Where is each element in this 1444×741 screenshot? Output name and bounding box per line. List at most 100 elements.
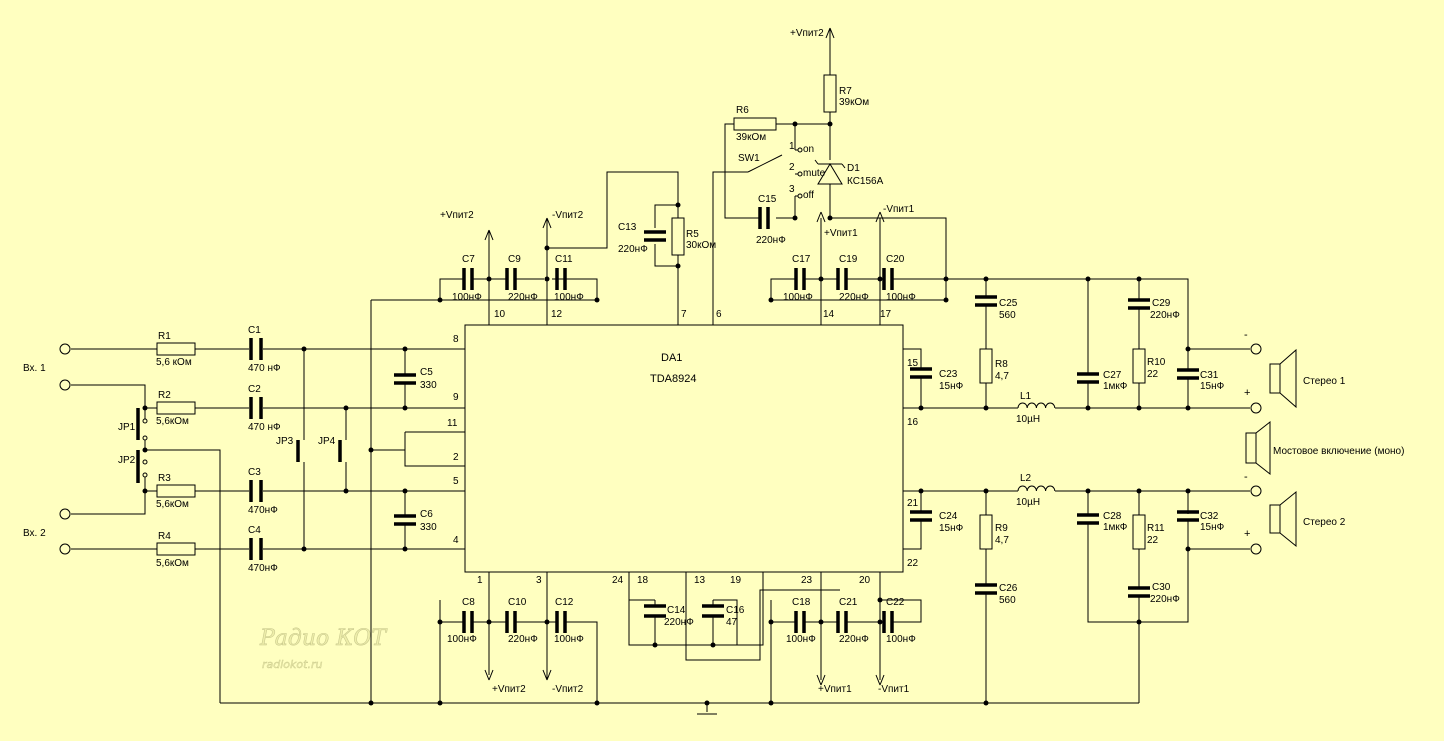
label-jp4: JP4: [318, 436, 336, 447]
pin-10: 10: [494, 309, 506, 320]
r4-ref: R4: [158, 531, 171, 542]
c20-value: 100нФ: [886, 292, 916, 303]
r5-value: 30кОм: [686, 240, 716, 251]
c7-value: 100нФ: [452, 292, 482, 303]
c5-value: 330: [420, 380, 437, 391]
c13-value: 220нФ: [618, 244, 648, 255]
label-stereo1: Стерео 1: [1303, 376, 1346, 387]
pin-17: 17: [880, 309, 892, 320]
c1-value: 470 нФ: [248, 363, 281, 374]
pin-23: 23: [801, 575, 813, 586]
c22-ref: C22: [886, 597, 905, 608]
c28-ref: C28: [1103, 511, 1122, 522]
ic-pin-numbers: 8 9 11 2 5 4 10 12 7 6 14 17 15 16 21 22…: [447, 309, 919, 586]
watermark-site: radiokot.ru: [262, 658, 322, 671]
pin-9: 9: [453, 392, 459, 403]
ic-da1: DA1 TDA8924: [464, 324, 904, 573]
c23-ref: C23: [939, 369, 958, 380]
pin-12: 12: [551, 309, 563, 320]
r1-ref: R1: [158, 331, 171, 342]
r8-value: 4,7: [995, 371, 1009, 382]
junction-dots: [142, 121, 1191, 706]
out2-minus: -: [1244, 471, 1248, 483]
c32-value: 15нФ: [1200, 522, 1225, 533]
c14-value: 220нФ: [664, 617, 694, 628]
c6-value: 330: [420, 522, 437, 533]
pin-8: 8: [453, 334, 459, 345]
d1-value: КС156А: [847, 176, 884, 187]
c21-ref: C21: [839, 597, 858, 608]
label-jp1: JP1: [118, 422, 136, 433]
pin-13: 13: [694, 575, 706, 586]
c27-value: 1мкФ: [1103, 381, 1128, 392]
ic-ref: DA1: [661, 352, 682, 364]
rail-vm1-top: -Vпит1: [883, 204, 915, 215]
c10-ref: C10: [508, 597, 527, 608]
label-jp3: JP3: [276, 436, 294, 447]
c8-value: 100нФ: [447, 634, 477, 645]
c3-value: 470нФ: [248, 505, 278, 516]
ic-part: TDA8924: [650, 373, 696, 385]
c13-ref: C13: [618, 222, 637, 233]
c9-ref: C9: [508, 254, 521, 265]
c31-ref: C31: [1200, 370, 1219, 381]
c29-value: 220нФ: [1150, 310, 1180, 321]
supply-arrows: [484, 27, 885, 686]
r5-ref: R5: [686, 229, 699, 240]
c10-value: 220нФ: [508, 634, 538, 645]
out1-minus: -: [1244, 329, 1248, 341]
c24-ref: C24: [939, 511, 958, 522]
rail-vm2-top: -Vпит2: [552, 210, 584, 221]
r2-ref: R2: [158, 390, 171, 401]
pin-4: 4: [453, 535, 459, 546]
pin-18: 18: [637, 575, 649, 586]
pin-6: 6: [716, 309, 722, 320]
r4-value: 5,6кОм: [156, 558, 189, 569]
c8-ref: C8: [462, 597, 475, 608]
c12-value: 100нФ: [554, 634, 584, 645]
pin-2: 2: [453, 452, 459, 463]
labels: Вх. 1 Вх. 2 JP1 JP2 JP3 JP4 R1 5,6 кОм R…: [23, 28, 1404, 695]
c15-value: 220нФ: [756, 235, 786, 246]
l2-ref: L2: [1020, 473, 1032, 484]
label-jp2: JP2: [118, 455, 136, 466]
c27-ref: C27: [1103, 370, 1122, 381]
c17-ref: C17: [792, 254, 811, 265]
c18-value: 100нФ: [786, 634, 816, 645]
pin-19: 19: [730, 575, 742, 586]
label-in2: Вх. 2: [23, 528, 46, 539]
c7-ref: C7: [462, 254, 475, 265]
c24-value: 15нФ: [939, 523, 964, 534]
l1-value: 10µН: [1016, 414, 1040, 425]
sw1-on: on: [803, 144, 814, 155]
r9-ref: R9: [995, 523, 1008, 534]
c14-ref: C14: [667, 605, 686, 616]
c11-ref: C11: [555, 254, 573, 265]
r8-ref: R8: [995, 359, 1008, 370]
pin-3: 3: [536, 575, 542, 586]
c32-ref: C32: [1200, 511, 1219, 522]
pin-7: 7: [681, 309, 687, 320]
l1-ref: L1: [1020, 391, 1032, 402]
rail-vm2-bottom: -Vпит2: [552, 684, 584, 695]
c26-ref: C26: [999, 583, 1018, 594]
c6-ref: C6: [420, 509, 433, 520]
pin-11: 11: [447, 418, 458, 429]
c20-ref: C20: [886, 254, 905, 265]
c31-value: 15нФ: [1200, 381, 1225, 392]
c23-value: 15нФ: [939, 381, 964, 392]
rail-vp2-bottom: +Vпит2: [492, 684, 526, 695]
c16-ref: C16: [726, 605, 745, 616]
c30-ref: C30: [1152, 582, 1171, 593]
r6-value: 39кОм: [736, 132, 766, 143]
sw1-pos2: 2: [789, 162, 795, 173]
r10-ref: R10: [1147, 357, 1166, 368]
pin-24: 24: [612, 575, 624, 586]
c12-ref: C12: [555, 597, 574, 608]
c9-value: 220нФ: [508, 292, 538, 303]
c19-ref: C19: [839, 254, 858, 265]
r9-value: 4,7: [995, 535, 1009, 546]
c5-ref: C5: [420, 367, 433, 378]
c22-value: 100нФ: [886, 634, 916, 645]
c4-ref: C4: [248, 525, 261, 536]
